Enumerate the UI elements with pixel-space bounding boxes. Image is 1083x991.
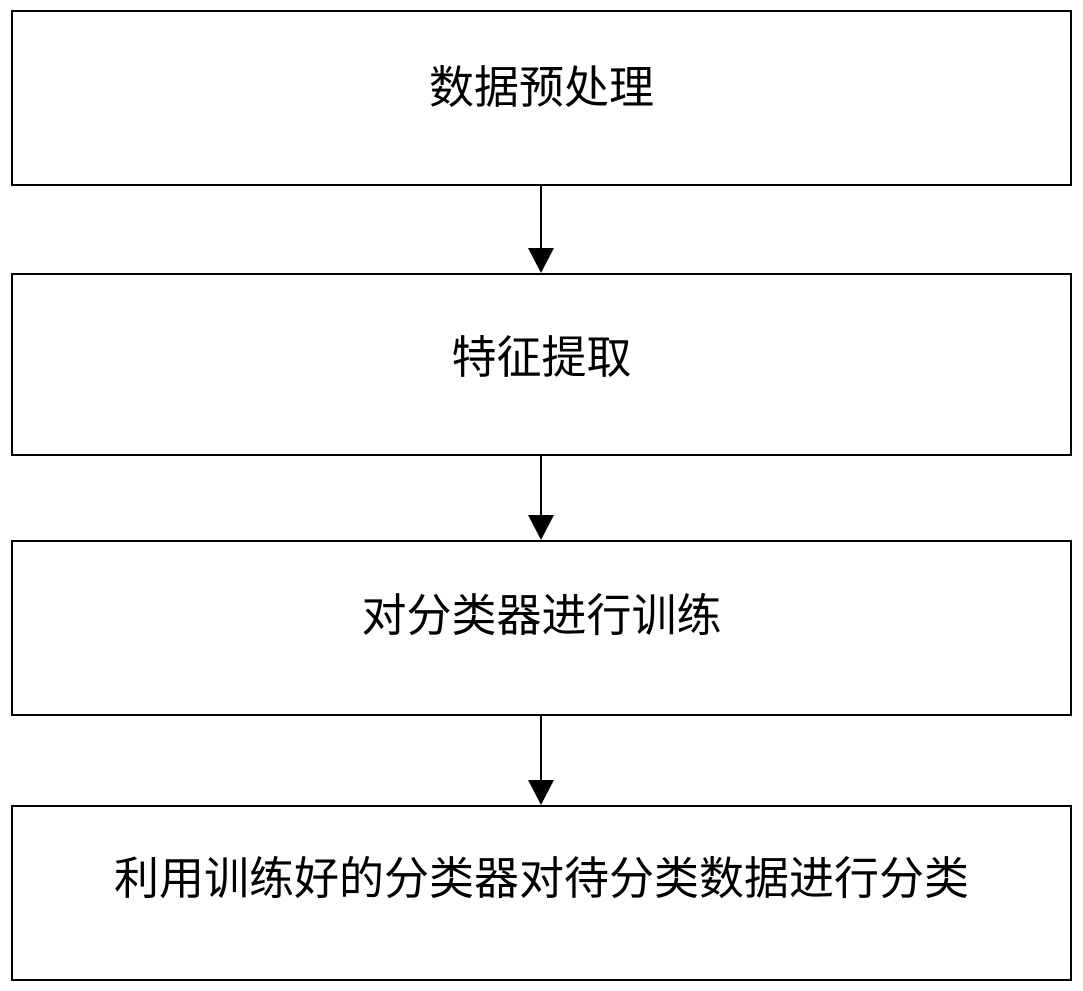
- connector-stem: [540, 186, 542, 249]
- node-label: 特征提取: [451, 333, 632, 383]
- node-label: 利用训练好的分类器对待分类数据进行分类: [113, 853, 969, 904]
- arrowhead-down-icon: [528, 780, 554, 805]
- process-node-train-classifier[interactable]: 对分类器进行训练: [11, 540, 1072, 716]
- arrowhead-down-icon: [528, 515, 554, 540]
- process-node-data-preprocessing[interactable]: 数据预处理: [11, 10, 1072, 186]
- node-label: 对分类器进行训练: [361, 590, 722, 641]
- process-node-classify-data[interactable]: 利用训练好的分类器对待分类数据进行分类: [11, 805, 1072, 981]
- node-label: 数据预处理: [428, 62, 654, 113]
- arrowhead-down-icon: [528, 248, 554, 273]
- process-node-feature-extraction[interactable]: 特征提取: [11, 273, 1072, 456]
- connector-stem: [540, 456, 542, 516]
- connector-stem: [540, 716, 542, 781]
